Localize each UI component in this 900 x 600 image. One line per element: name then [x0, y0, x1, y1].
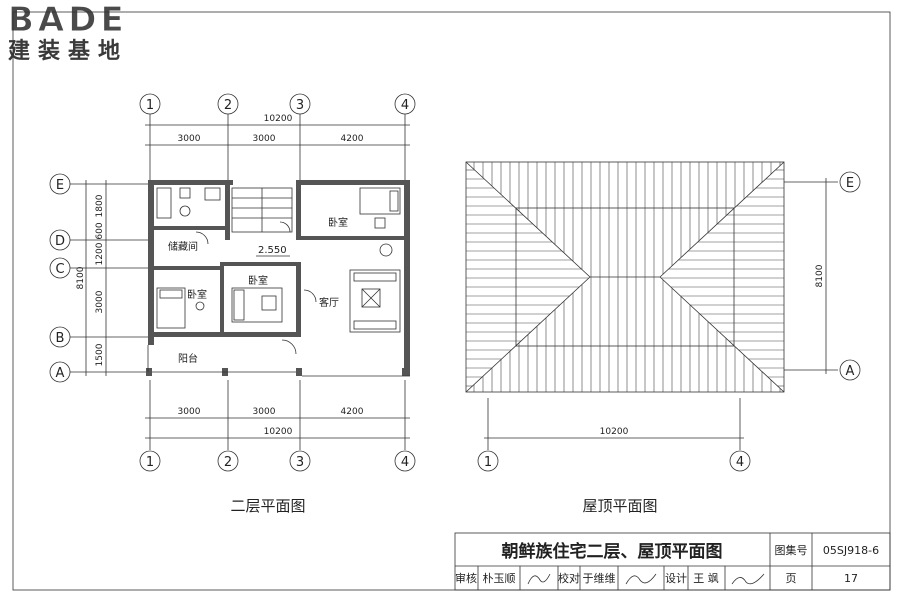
roof-dim-height: 8100 [815, 264, 825, 287]
page-label: 页 [786, 572, 797, 585]
axis-label-2-top: 2 [224, 98, 232, 113]
dim-left-5: 1500 [95, 343, 105, 366]
room-label-storage: 储藏间 [168, 240, 198, 253]
dim-top-2: 3000 [253, 134, 276, 144]
axis-label-A: A [56, 366, 65, 381]
atlas-label: 图集号 [775, 543, 808, 557]
room-label-balcony: 阳台 [178, 352, 198, 365]
roof-plan: 8100 E A 10200 1 4 屋顶平面图 [465, 161, 861, 515]
bathroom-fixtures [156, 187, 221, 219]
logo-brand: BADE [8, 0, 128, 40]
check-label: 校对 [558, 571, 580, 585]
dim-bottom-3: 4200 [341, 407, 364, 417]
axis-label-B: B [56, 331, 65, 346]
roof-axis-label-E: E [846, 176, 854, 191]
dim-left-1: 1800 [95, 194, 105, 217]
roof-inner-outline [515, 207, 735, 347]
dim-left-4: 3000 [95, 290, 105, 313]
brand-logo: BADE 建装基地 [8, 2, 158, 72]
page-number: 17 [844, 572, 858, 585]
dim-left-2: 600 [95, 222, 105, 239]
bedroom-sw-furniture [156, 287, 205, 329]
dim-left-3: 1200 [95, 242, 105, 265]
floor-plan-caption: 二层平面图 [230, 497, 305, 515]
roof-axis-label-4: 4 [736, 455, 744, 470]
review-signature [527, 573, 551, 585]
axis-label-4-bottom: 4 [401, 455, 409, 470]
dim-bottom-1: 3000 [178, 407, 201, 417]
design-name: 王 飒 [693, 572, 719, 585]
design-label: 设计 [665, 572, 687, 585]
roof-hatching [466, 162, 784, 392]
design-signature [731, 573, 765, 585]
dim-total-bottom: 10200 [264, 427, 293, 437]
check-signature [625, 573, 657, 585]
dim-top-3: 4200 [341, 134, 364, 144]
room-label-bedroom-mid: 卧室 [248, 274, 268, 287]
review-name: 朴玉顺 [483, 571, 516, 585]
floor-dims-left: 8100 1800 600 1200 3000 1500 [76, 180, 107, 376]
floor-axes-left: E D C B A [49, 173, 148, 383]
axis-label-D: D [55, 234, 65, 249]
dim-bottom-2: 3000 [253, 407, 276, 417]
dim-top-1: 3000 [178, 134, 201, 144]
floor-dims-top: 10200 3000 3000 4200 [145, 114, 410, 146]
atlas-number: 05SJ918-6 [823, 544, 879, 557]
floor-plan: 1 2 3 4 10200 3000 3000 4200 E D [49, 93, 416, 515]
roof-dim-width: 10200 [600, 427, 629, 437]
axis-label-4-top: 4 [401, 98, 409, 113]
room-label-living: 客厅 [319, 296, 339, 309]
drawing-title: 朝鲜族住宅二层、屋顶平面图 [502, 541, 723, 562]
roof-outline [465, 161, 785, 393]
dim-total-top: 10200 [264, 114, 293, 124]
floor-elevation: 2.550 [258, 245, 287, 256]
check-name: 于维维 [583, 572, 616, 585]
stairwell [231, 187, 293, 233]
axis-label-2-bottom: 2 [224, 455, 232, 470]
living-furniture [349, 243, 401, 333]
floor-dims-bottom: 3000 3000 4200 10200 [145, 380, 410, 450]
axis-label-3-top: 3 [296, 98, 304, 113]
axis-label-C: C [55, 262, 64, 277]
title-block: 朝鲜族住宅二层、屋顶平面图 图集号 05SJ918-6 审核 朴玉顺 校对 于维… [454, 532, 891, 591]
roof-plan-caption: 屋顶平面图 [582, 497, 657, 515]
logo-brand-cn: 建装基地 [8, 39, 129, 64]
dim-total-left: 8100 [76, 266, 86, 289]
axis-label-E: E [56, 178, 64, 193]
bedroom-ne-furniture [359, 187, 401, 229]
roof-axis-label-A: A [846, 364, 855, 379]
sheet-border [12, 11, 891, 591]
doors [195, 221, 317, 355]
axis-label-3-bottom: 3 [296, 455, 304, 470]
axis-label-1-top: 1 [146, 98, 154, 113]
room-label-bedroom-ne: 卧室 [328, 216, 348, 229]
room-label-bedroom-sw: 卧室 [187, 288, 207, 301]
floor-axes-bottom: 1 2 3 4 [139, 450, 416, 472]
review-label: 审核 [455, 571, 477, 585]
axis-label-1-bottom: 1 [146, 455, 154, 470]
floor-walls [146, 180, 410, 377]
bedroom-mid-furniture [231, 287, 283, 323]
roof-axis-label-1: 1 [484, 455, 492, 470]
